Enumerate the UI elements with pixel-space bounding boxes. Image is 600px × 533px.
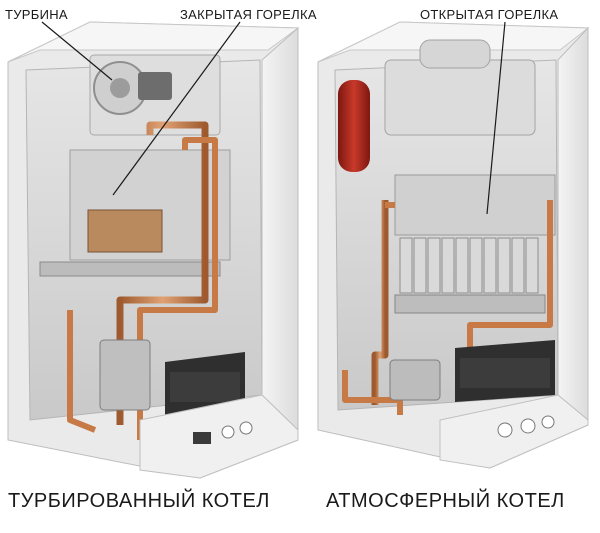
- left-display: [193, 432, 211, 444]
- right-casing-right-panel: [557, 26, 589, 422]
- turbine-hub: [110, 78, 130, 98]
- right-flue-collar: [419, 39, 491, 69]
- right-draught-hood: [384, 59, 536, 136]
- left-copper-pipe-low: [67, 310, 97, 433]
- left-knob-2: [239, 421, 253, 435]
- right-boiler: [317, 21, 590, 469]
- left-front-panel: [139, 394, 299, 479]
- left-pump-block: [99, 339, 151, 411]
- leader-open-burner: [486, 21, 506, 215]
- label-open-burner: ОТКРЫТАЯ ГОРЕЛКА: [420, 7, 559, 22]
- turbine-motor: [138, 72, 172, 100]
- right-copper-pipe-main: [371, 200, 389, 405]
- right-knob-3: [541, 415, 555, 429]
- closed-burner-glow: [87, 209, 163, 253]
- right-heat-exchanger: [394, 174, 556, 236]
- open-burner-manifold: [394, 294, 546, 314]
- left-boiler: [7, 21, 300, 479]
- left-knob-1: [221, 425, 235, 439]
- leader-closed-burner: [112, 21, 241, 196]
- right-valve-block: [389, 359, 441, 401]
- right-knob-2: [520, 418, 536, 434]
- right-front-panel: [439, 394, 589, 469]
- left-electronics-face: [170, 372, 240, 402]
- caption-turbocharged-boiler: ТУРБИРОВАННЫЙ КОТЕЛ: [8, 490, 270, 512]
- right-copper-pipe-low: [342, 370, 403, 415]
- right-knob-1: [497, 422, 513, 438]
- left-casing-top: [7, 21, 300, 63]
- leader-turbine: [41, 21, 113, 81]
- left-casing-right-panel: [261, 26, 299, 432]
- label-closed-burner: ЗАКРЫТАЯ ГОРЕЛКА: [180, 7, 317, 22]
- right-electronics-face: [460, 358, 550, 388]
- left-copper-pipe-main: [116, 121, 209, 425]
- left-burner-grid: [39, 261, 221, 277]
- caption-atmospheric-boiler: АТМОСФЕРНЫЙ КОТЕЛ: [326, 490, 565, 512]
- expansion-tank: [338, 80, 370, 172]
- right-copper-pipe-return: [467, 200, 553, 350]
- label-turbine: ТУРБИНА: [5, 7, 68, 22]
- left-copper-pipe-return: [137, 137, 218, 440]
- open-burner-fins: [399, 237, 539, 294]
